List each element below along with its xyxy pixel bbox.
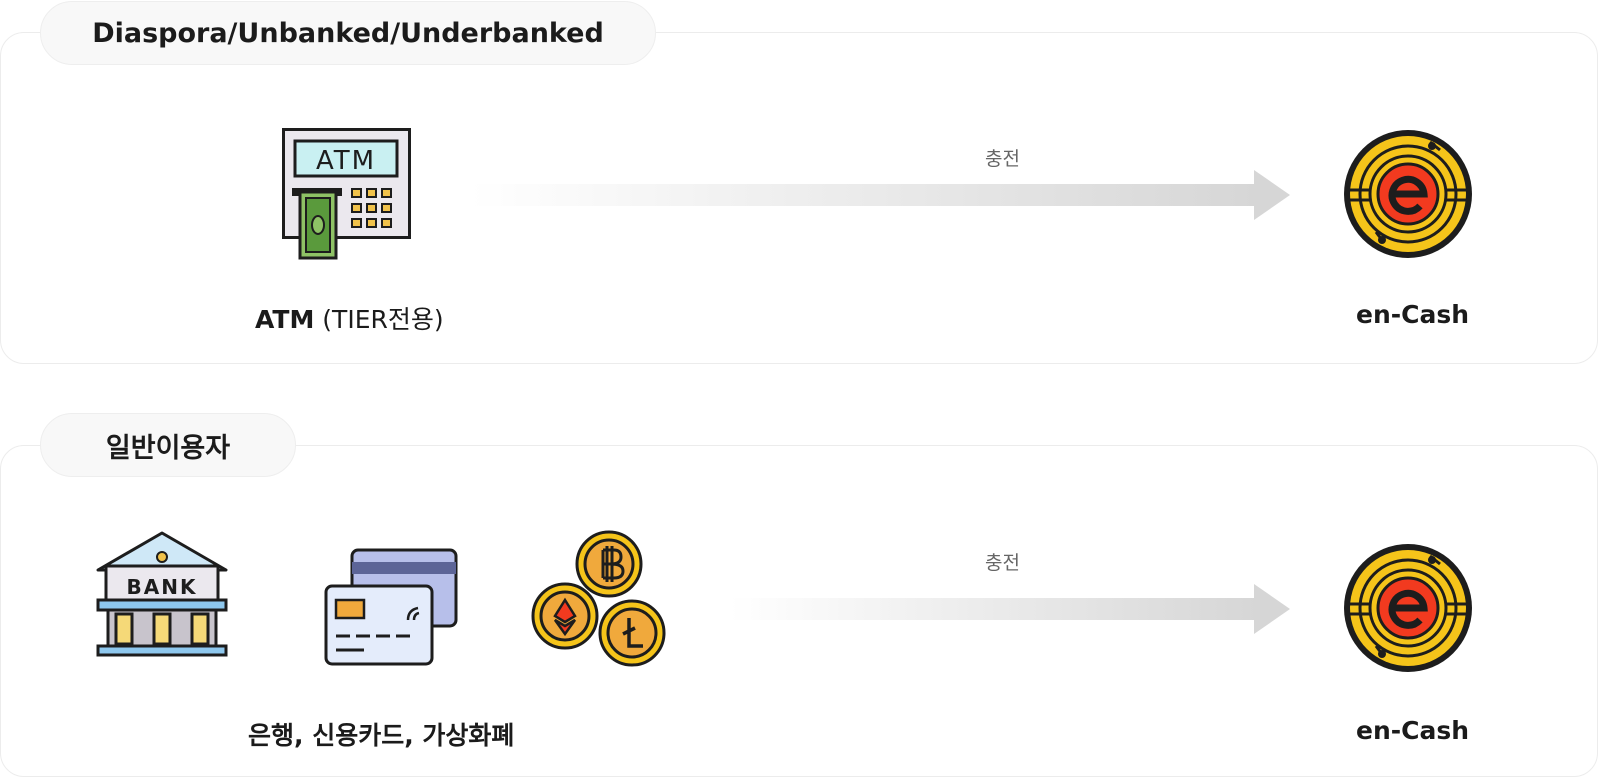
bank-sign-text: BANK	[127, 575, 198, 599]
target-label-en-cash-2: en-Cash	[1356, 716, 1470, 745]
atm-screen-text: ATM	[316, 146, 376, 176]
crypto-coins-icon	[531, 530, 666, 667]
source-label-atm: ATM (TIER전용)	[255, 300, 444, 336]
arrow-label-charge: 충전	[985, 148, 1020, 170]
source-label-atm-bold: ATM	[255, 305, 315, 334]
en-cash-coin-icon	[1344, 130, 1472, 258]
arrow-label-charge-2: 충전	[985, 552, 1020, 574]
en-cash-coin-icon-2	[1344, 544, 1472, 672]
section-title-general-users: 일반이용자	[40, 413, 296, 477]
section-title-diaspora: Diaspora/Unbanked/Underbanked	[40, 1, 656, 65]
atm-icon: ATM	[282, 128, 411, 260]
source-label-atm-rest: (TIER전용)	[314, 305, 444, 334]
source-label-bank-card-crypto: 은행, 신용카드, 가상화폐	[248, 721, 515, 750]
arrow-right-icon-2	[730, 584, 1290, 634]
credit-card-icon	[324, 548, 458, 666]
arrow-right-icon	[470, 170, 1290, 220]
bank-icon: BANK	[96, 531, 228, 657]
target-label-en-cash: en-Cash	[1356, 300, 1470, 329]
